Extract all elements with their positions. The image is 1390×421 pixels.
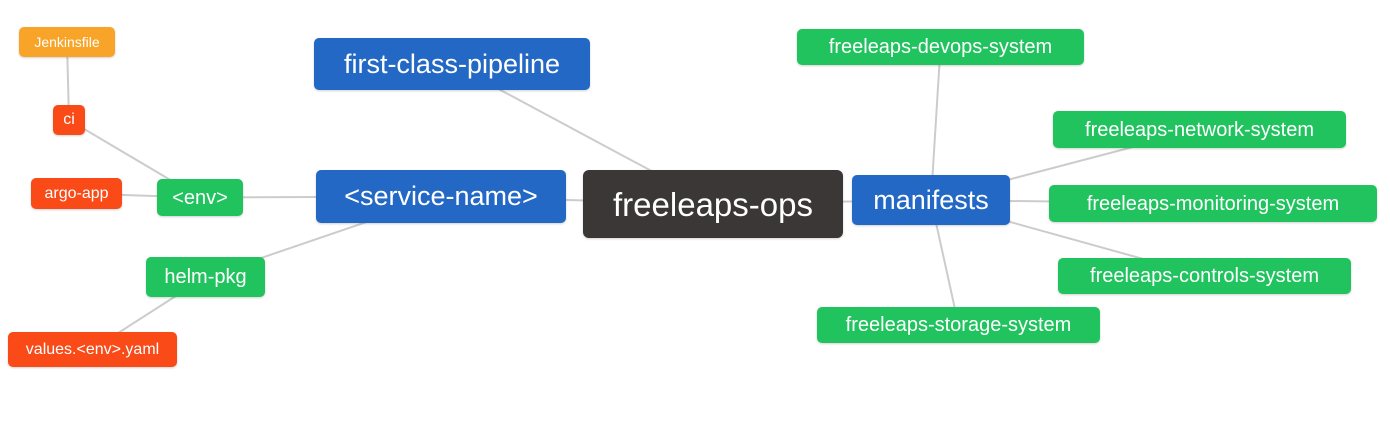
mindmap-node-freeleaps-network-system[interactable]: freeleaps-network-system bbox=[1053, 111, 1346, 148]
mindmap-node-service-name[interactable]: <service-name> bbox=[316, 170, 566, 223]
mindmap-node-first-class-pipeline[interactable]: first-class-pipeline bbox=[314, 38, 590, 90]
mindmap-node-freeleaps-controls-system[interactable]: freeleaps-controls-system bbox=[1058, 258, 1351, 294]
edge-manifests--freeleaps-devops-system bbox=[930, 46, 942, 201]
mindmap-node-freeleaps-ops[interactable]: freeleaps-ops bbox=[583, 170, 843, 238]
mindmap-node-jenkinsfile[interactable]: Jenkinsfile bbox=[19, 27, 115, 57]
mindmap-node-helm-pkg[interactable]: helm-pkg bbox=[146, 257, 265, 297]
mindmap-node-ci[interactable]: ci bbox=[53, 105, 85, 135]
mindmap-node-manifests[interactable]: manifests bbox=[852, 175, 1010, 225]
mindmap-node-values-env-yaml[interactable]: values.<env>.yaml bbox=[8, 332, 177, 367]
mindmap-node-freeleaps-storage-system[interactable]: freeleaps-storage-system bbox=[817, 307, 1100, 343]
mindmap-node-freeleaps-monitoring-system[interactable]: freeleaps-monitoring-system bbox=[1049, 185, 1377, 222]
mindmap-node-env[interactable]: <env> bbox=[157, 179, 243, 216]
mindmap-node-freeleaps-devops-system[interactable]: freeleaps-devops-system bbox=[797, 29, 1084, 65]
mindmap-node-argo-app[interactable]: argo-app bbox=[31, 178, 122, 209]
